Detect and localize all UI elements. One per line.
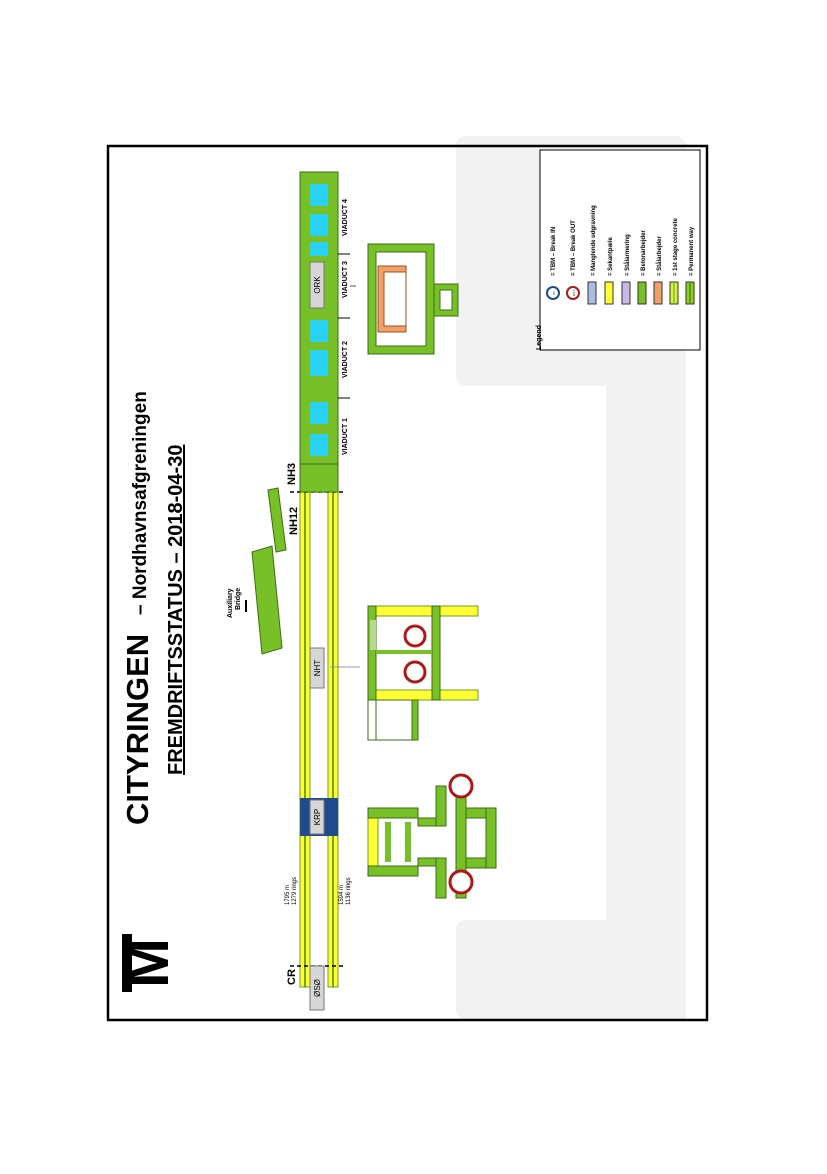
page-title: CITYRINGEN: [120, 634, 155, 825]
station-nht-box: [309, 647, 325, 689]
krp-slab-1: [385, 822, 391, 862]
viaduct-1-label: VIADUCT 1: [342, 418, 349, 455]
legend-label-permanent-way: = Permanent way: [689, 226, 695, 276]
in-circle-icon: [546, 286, 560, 300]
legend-title: Legend: [536, 325, 543, 350]
viaduct-dividers: [338, 253, 350, 399]
cr-label: CR: [286, 969, 298, 985]
aux-bridge-deck: [251, 545, 283, 655]
legend-label-betonarbejder: = Betonarbejder: [641, 229, 647, 276]
nht-roof-light: [370, 620, 376, 650]
krp-cross-section: [367, 773, 497, 899]
legend-icon-text-out: OUT: [572, 290, 576, 297]
nh3-portal: [299, 463, 339, 493]
nh3-label: NH3: [286, 463, 298, 485]
logo-letter: M: [114, 938, 181, 988]
distance-bottom: 1594 m 1136 rings: [339, 877, 352, 905]
aux-bridge-ramp: [267, 487, 287, 553]
legend-icon-text-in: IN: [552, 292, 556, 295]
legend-label-staalarbejder: = Stålarbejder: [656, 235, 663, 276]
legend-item-staalarbejder: = Stålarbejder: [653, 235, 663, 305]
swatch-yellow: [604, 281, 614, 305]
legend-label-staalarmering: = Stålarmering: [624, 234, 631, 276]
distance-top-rings: 1279 rings: [292, 877, 298, 905]
nht-tbm-ring-2: [403, 660, 427, 684]
status-heading: FREMDRIFTSSTATUS – 2018-04-30: [165, 445, 187, 775]
station-nht: NHT: [309, 647, 325, 689]
distance-top-length: 1795 m: [285, 885, 291, 905]
legend-item-sekantpaele: = Sekantpæle: [604, 236, 614, 305]
nht-annex-floor: [411, 699, 419, 741]
krp-cross-end: [485, 807, 497, 869]
legend: Legend IN = TBM – Break IN OUT = TBM – B…: [536, 149, 701, 351]
station-krp-box: [309, 799, 325, 835]
krp-slab-2: [405, 822, 411, 862]
auxiliary-bridge: Auxiliary Bridge: [227, 487, 287, 655]
station-ork-box: [309, 261, 325, 309]
station-nht-label: NHT: [313, 660, 322, 677]
legend-label-break-in: = TBM – Break IN: [551, 227, 557, 276]
viaducts: ORK VIADUCT 1 VIADUCT 2 VIADUCT 3 VIADUC…: [299, 171, 356, 465]
nht-tbm-ring-1: [403, 624, 427, 648]
legend-label-sekantpaele: = Sekantpæle: [608, 236, 614, 276]
ork-cross-section: [367, 243, 459, 355]
legend-item-1st-stage: = 1st stage concrete: [669, 217, 679, 305]
main-tunnel: [290, 491, 360, 988]
nht-floor-slab: [431, 605, 441, 701]
viaduct-3-label: VIADUCT 3: [342, 261, 349, 298]
station-ork-label: ORK: [313, 276, 322, 294]
krp-wall-a: [367, 807, 419, 819]
nht-cross-section: [367, 605, 479, 741]
aux-bridge-label-2: Bridge: [235, 588, 242, 610]
nht-annex-roof: [367, 699, 377, 741]
metro-logo: M: [114, 934, 181, 992]
legend-item-manglende: = Manglende udgravning: [587, 205, 597, 305]
ork-pier-hole: [439, 289, 453, 311]
legend-label-1st-stage: = 1st stage concrete: [673, 217, 679, 276]
station-oso: ØSØ: [309, 965, 325, 1011]
distance-bottom-length: 1594 m: [339, 885, 345, 905]
station-oso-box: [309, 965, 325, 1011]
legend-label-break-out: = TBM – Break OUT: [571, 220, 577, 276]
viaduct-4-label: VIADUCT 4: [342, 199, 349, 236]
swatch-lilac: [621, 281, 631, 305]
watermark-block-bottom: [456, 920, 686, 1020]
legend-item-break-out: OUT = TBM – Break OUT: [566, 220, 580, 300]
viaduct-cyan-cells: [310, 184, 328, 456]
station-oso-label: ØSØ: [313, 979, 322, 997]
nht-wall-bottom: [367, 689, 479, 701]
station-krp-label: KRP: [313, 809, 322, 825]
swatch-blue-grey: [587, 281, 597, 305]
station-ork: ORK: [309, 261, 325, 309]
krp-arm-top-outer: [435, 785, 447, 827]
legend-item-staalarmering: = Stålarmering: [621, 234, 631, 305]
page-frame: [106, 144, 709, 1022]
krp-tbm-ring-2: [448, 869, 474, 895]
legend-item-betonarbejder: = Betonarbejder: [637, 229, 647, 305]
aux-bridge-label-1: Auxiliary: [227, 588, 234, 618]
distance-top: 1795 m 1279 rings: [285, 877, 298, 905]
page-subtitle: – Nordhavnsafgreningen: [130, 391, 151, 615]
legend-box: [539, 149, 701, 351]
logo-bar: [122, 934, 132, 992]
nht-wall-top: [367, 605, 479, 617]
swatch-orange: [653, 281, 663, 305]
distance-bottom-rings: 1136 rings: [346, 877, 352, 905]
swatch-green: [637, 281, 647, 305]
out-circle-icon: [566, 286, 580, 300]
ork-steel-inner: [383, 271, 407, 327]
nh12-label: NH12: [288, 507, 300, 535]
nht-mid-slab: [376, 650, 432, 654]
viaduct-2-label: VIADUCT 2: [342, 341, 349, 378]
legend-item-permanent-way: = Permanent way: [685, 226, 695, 305]
legend-item-break-in: IN = TBM – Break IN: [546, 227, 560, 300]
krp-arm-bottom-outer: [435, 857, 447, 899]
legend-label-manglende: = Manglende udgravning: [591, 205, 597, 276]
krp-tbm-ring-1: [448, 773, 474, 799]
station-krp: KRP: [309, 799, 325, 835]
krp-wall-b: [367, 865, 419, 877]
